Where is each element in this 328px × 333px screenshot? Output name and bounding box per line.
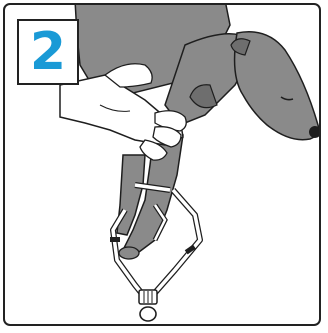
instruction-panel: 2 xyxy=(3,3,321,326)
step-number: 2 xyxy=(30,26,66,78)
d-ring xyxy=(140,307,156,321)
harness-slider-left xyxy=(110,237,120,242)
dog-nose xyxy=(309,126,321,138)
step-badge: 2 xyxy=(17,19,79,85)
dog-paw xyxy=(119,247,139,259)
buckle-icon xyxy=(139,290,157,321)
